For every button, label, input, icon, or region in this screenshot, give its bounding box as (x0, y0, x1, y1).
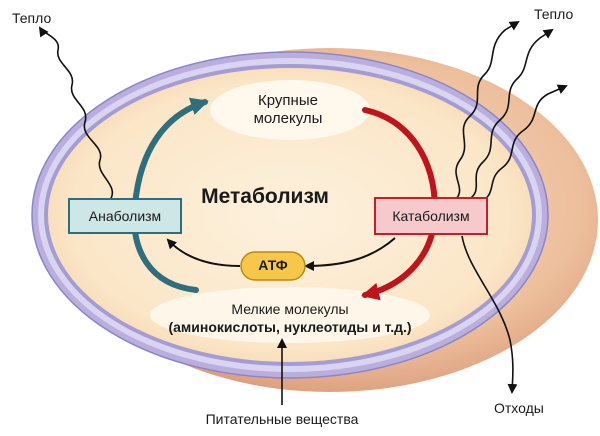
catabolism-label: Катаболизм (392, 208, 470, 224)
large-molecules-label: Крупные молекулы (218, 92, 358, 128)
anabolism-label: Анаболизм (88, 208, 162, 224)
small-molecules-line-2: (аминокислоты, нуклеотиды и т.д.) (168, 319, 412, 335)
catabolism-box: Катаболизм (374, 197, 488, 235)
heat-left-arrow (38, 26, 114, 201)
large-molecules-line-2: молекулы (253, 110, 323, 127)
atp-to-anabolism-arrow (166, 238, 241, 267)
waste-arrow (461, 235, 518, 394)
heat-right-arrow-1 (454, 20, 520, 201)
heat-right-arrow-3 (479, 84, 568, 203)
anabolism-box: Анаболизм (68, 198, 182, 234)
small-molecules-label: Мелкие молекулы (аминокислоты, нуклеотид… (120, 300, 460, 336)
atp-label: АТФ (258, 257, 288, 273)
title-text: Метаболизм (201, 185, 329, 208)
heat-right-arrow-2 (467, 28, 554, 201)
title-metabolism: Метаболизм (190, 185, 340, 209)
waste-label: Отходы (494, 400, 544, 416)
small-molecules-line-1: Мелкие молекулы (231, 301, 349, 317)
glow-bottom (150, 287, 430, 343)
glow-top (210, 80, 370, 140)
nutrients-label: Питательные вещества (205, 411, 359, 427)
heat-left-label: Тепло (12, 10, 52, 26)
heat-right-label: Тепло (534, 6, 574, 22)
catabolism-to-atp-arrow (304, 237, 396, 271)
large-molecules-line-1: Крупные (258, 92, 318, 109)
atp-oval (240, 251, 306, 281)
